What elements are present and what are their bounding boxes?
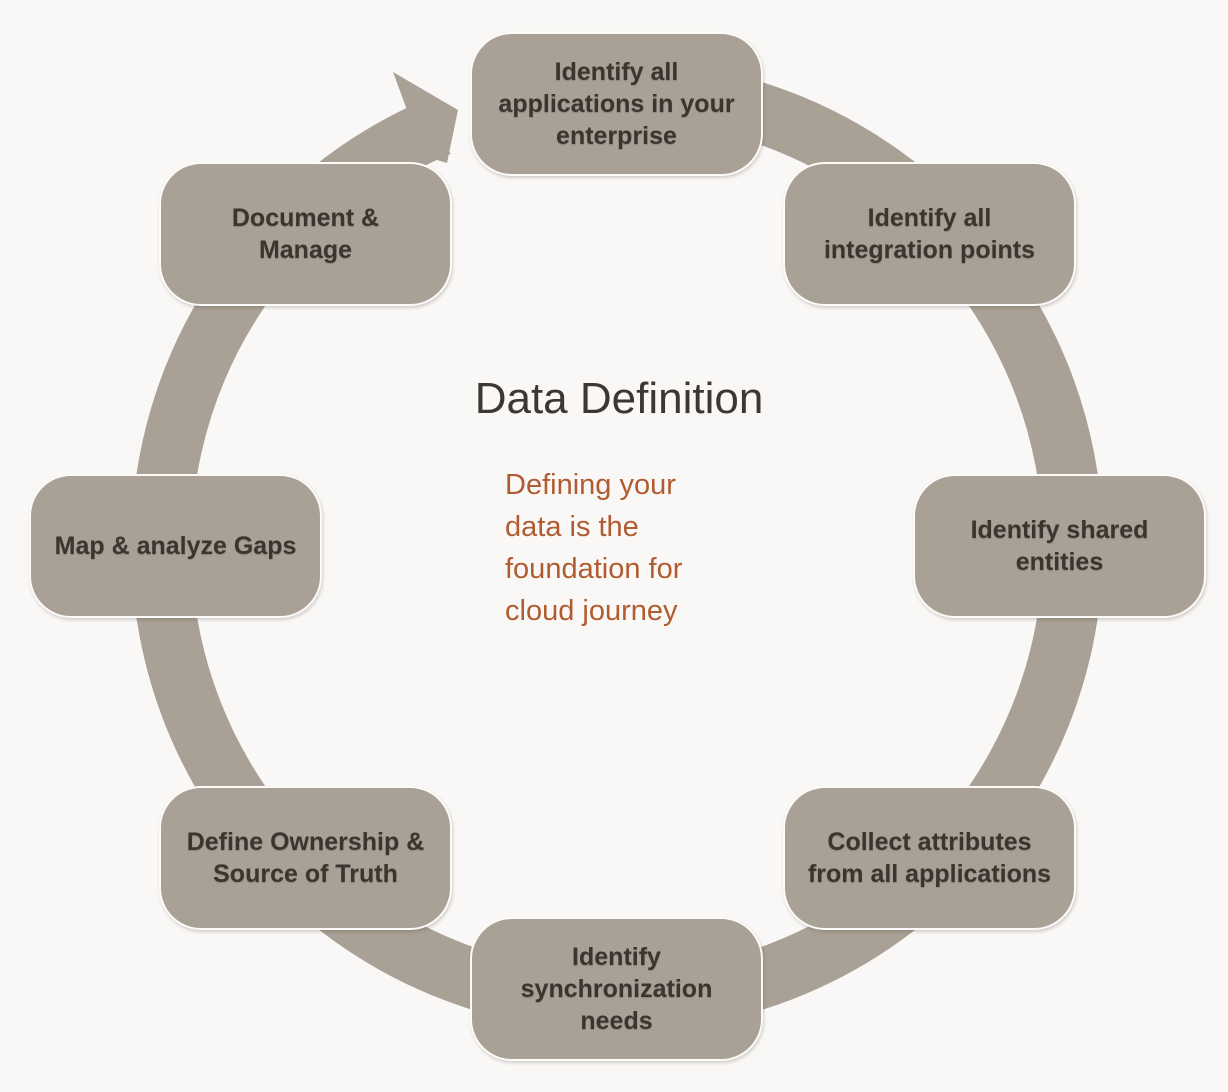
step-label: Document & Manage <box>231 204 380 264</box>
step-map-analyze-gaps: Map & analyze Gaps <box>29 474 322 618</box>
step-define-ownership: Define Ownership & Source of Truth <box>159 786 452 930</box>
step-identify-integration-points: Identify all integration points <box>783 162 1076 306</box>
step-label: Identify all applications in your enterp… <box>498 58 735 150</box>
step-identify-shared-entities: Identify shared entities <box>913 474 1206 618</box>
step-label: Collect attributes from all applications <box>807 828 1052 888</box>
cycle-arrowhead-icon <box>393 72 458 163</box>
step-label: Identify all integration points <box>823 204 1036 264</box>
step-identify-synchronization-needs: Identify synchronization needs <box>470 917 763 1061</box>
step-collect-attributes: Collect attributes from all applications <box>783 786 1076 930</box>
step-identify-applications: Identify all applications in your enterp… <box>470 32 763 176</box>
step-label: Map & analyze Gaps <box>54 532 297 560</box>
step-document-manage: Document & Manage <box>159 162 452 306</box>
step-label: Define Ownership & Source of Truth <box>186 828 425 888</box>
step-label: Identify synchronization needs <box>520 943 713 1035</box>
diagram-subtitle: Defining your data is the foundation for… <box>505 469 683 627</box>
step-label: Identify shared entities <box>970 516 1149 576</box>
diagram-title: Data Definition <box>474 374 764 423</box>
